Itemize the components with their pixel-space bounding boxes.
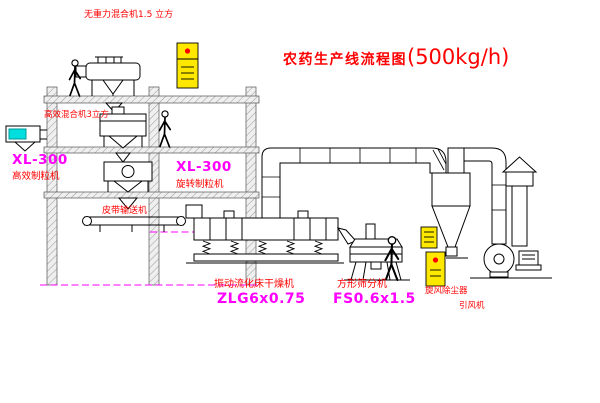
rotary-granulator xyxy=(103,161,153,210)
title-text: 农药生产线流程图 xyxy=(283,52,407,68)
exhaust-stack xyxy=(511,185,528,247)
label-left-granulator-name: 高效制粒机 xyxy=(12,171,60,182)
induced-draft-fan xyxy=(470,156,552,279)
label-sifter-name: 方形筛分机 xyxy=(337,279,387,290)
label-zero-gravity-mixer: 无重力混合机1.5 立方 xyxy=(84,10,174,20)
belt-conveyor xyxy=(82,216,186,232)
label-rotary-granulator-name: 旋转制粒机 xyxy=(176,179,224,190)
fluid-bed-dryer xyxy=(185,204,357,264)
label-high-efficiency-mixer: 高效混合机3立方 xyxy=(44,110,109,120)
square-sifter xyxy=(344,223,410,281)
label-sifter-model: FS0.6x1.5 xyxy=(333,291,416,307)
label-cyclone: 旋风除尘器 xyxy=(425,286,468,296)
label-belt-conveyor: 皮带输送机 xyxy=(102,206,148,216)
label-fan: 引风机 xyxy=(459,301,485,311)
cyclone-outlet-duct xyxy=(463,147,507,245)
exhaust-duct xyxy=(261,147,447,219)
label-dryer-model: ZLG6x0.75 xyxy=(217,291,306,307)
fan-motor xyxy=(518,250,539,266)
cyclone-separator xyxy=(431,147,471,259)
rain-cap-icon xyxy=(501,156,538,173)
worker-figure-mid xyxy=(158,110,172,148)
control-cabinet-mid xyxy=(420,226,438,249)
worker-figure-top xyxy=(68,59,82,97)
zero-gravity-mixer xyxy=(75,56,141,113)
building-frame xyxy=(43,86,260,286)
label-left-granulator-model: XL-300 xyxy=(12,152,68,168)
label-dryer-name: 振动流化床干燥机 xyxy=(214,279,294,290)
label-rotary-granulator-model: XL-300 xyxy=(176,159,232,175)
control-cabinet-lower xyxy=(425,251,446,287)
high-efficiency-mixer xyxy=(99,106,147,163)
diagram-title: 农药生产线流程图(500kg/h) xyxy=(283,45,509,69)
left-granulator xyxy=(5,125,47,152)
control-cabinet-upper xyxy=(176,42,199,89)
title-capacity: (500kg/h) xyxy=(407,45,510,69)
